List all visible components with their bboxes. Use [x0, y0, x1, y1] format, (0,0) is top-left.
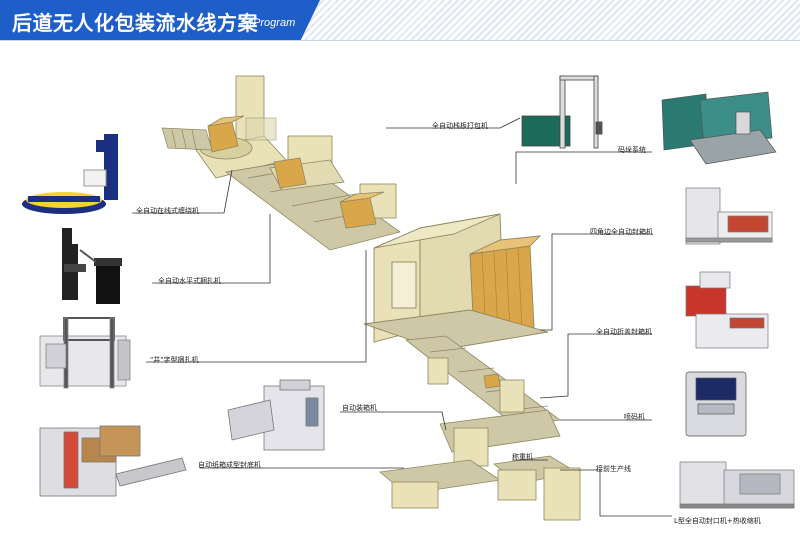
label-stretch-wrapper: 全自动在线式缠绕机 [136, 207, 199, 215]
wrapping-station [195, 75, 287, 179]
label-horizontal-strapping: 全自动水平式捆扎机 [158, 277, 221, 285]
carton-erector-image [39, 425, 187, 497]
label-pallet-wrapper: 全自动栈板打包机 [432, 122, 488, 130]
coder-image [685, 371, 747, 437]
packing-area [379, 409, 581, 521]
label-palletizer: 码垛系统 [618, 146, 646, 154]
l-sealer-image [679, 461, 795, 509]
label-carton-erector: 自动纸箱成型封底机 [198, 461, 261, 469]
carton-former-image [227, 379, 325, 451]
label-l-sealer: L型全自动封口机+热收缩机 [674, 517, 761, 525]
horizontal-strapping-image [62, 228, 122, 304]
cross-strapping-image [39, 317, 131, 389]
header-banner: 后道无人化包装流水线方案 /Program [0, 0, 800, 41]
label-coder: 喷码机 [624, 413, 645, 421]
label-cross-strapping: "井"字型捆扎机 [150, 356, 199, 364]
header-title-block: 后道无人化包装流水线方案 /Program [0, 0, 320, 40]
main-conveyor [225, 135, 401, 251]
page-subtitle: /Program [250, 17, 296, 29]
lower-conveyor [404, 335, 562, 427]
feed-conveyor [161, 127, 213, 151]
label-weigher: 称重机 [512, 453, 533, 461]
four-side-sealer-image [685, 187, 773, 245]
label-four-side-sealer: 四角边全自动封箱机 [590, 228, 653, 236]
label-auto-packer: 自动装箱机 [342, 404, 377, 412]
palletizer-tower [363, 213, 549, 351]
label-fold-sealer: 全自动折盖封箱机 [596, 328, 652, 336]
callout-lines [132, 117, 672, 517]
fold-sealer-image [685, 271, 769, 349]
page-title: 后道无人化包装流水线方案 [12, 11, 258, 35]
pallet-wrapper-image [521, 75, 603, 149]
label-production-line: 接前生产线 [596, 465, 631, 473]
palletizer-system-image [661, 91, 777, 165]
stretch-wrapper-image [22, 134, 118, 214]
